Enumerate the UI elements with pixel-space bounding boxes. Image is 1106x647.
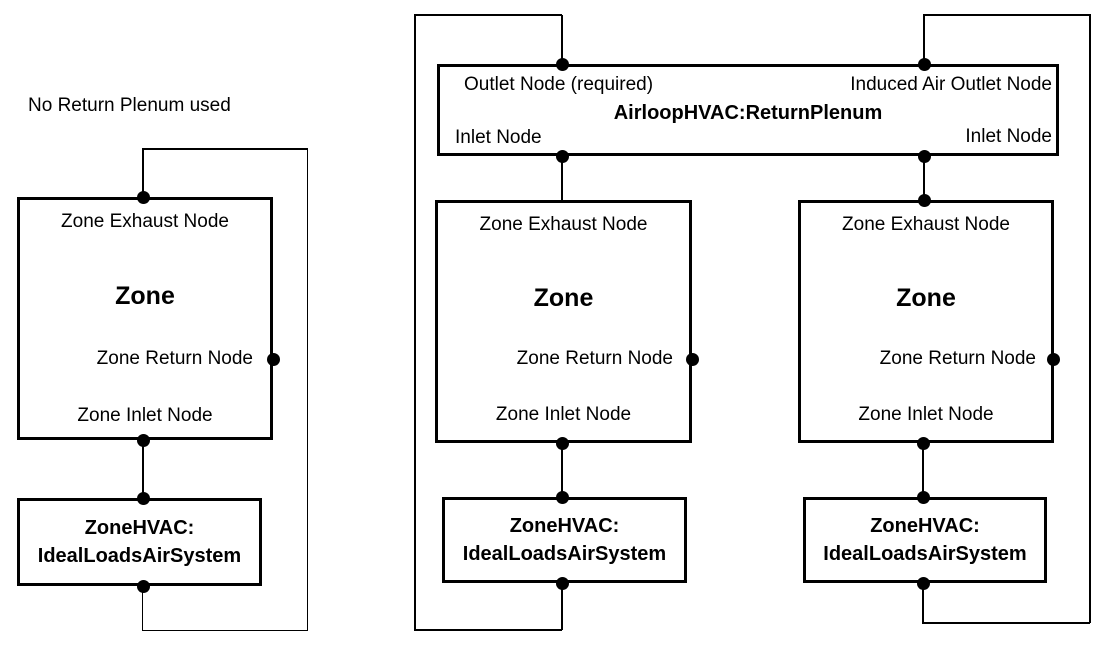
node-dot-hvac-outlet (136, 491, 150, 505)
loop-line (561, 15, 563, 64)
hvac-label-line2: IdealLoadsAirSystem (37, 545, 242, 567)
loop-line (1089, 14, 1091, 623)
node-dot-hvac-outlet (555, 490, 569, 504)
zone-title: Zone (533, 284, 594, 312)
plenum-inlet-right-label: Inlet Node (965, 126, 1052, 147)
connector-line (142, 440, 144, 498)
node-dot-plenum-inlet-right (917, 149, 931, 163)
plenum-title: AirloopHVAC:ReturnPlenum (613, 102, 883, 124)
node-dot-plenum-induced-outlet (917, 57, 931, 71)
hvac-label-line2: IdealLoadsAirSystem (823, 543, 1027, 565)
loop-line (923, 15, 925, 64)
plenum-outlet-label: Outlet Node (required) (464, 74, 654, 95)
plenum-induced-outlet-label: Induced Air Outlet Node (850, 74, 1052, 95)
loop-line (923, 14, 1090, 16)
node-dot-zone-inlet (136, 433, 150, 447)
loop-line (561, 583, 563, 630)
zone-return-label: Zone Return Node (96, 348, 253, 369)
plenum-inlet-left-label: Inlet Node (455, 127, 542, 148)
connector-line (923, 156, 925, 200)
zone-inlet-label: Zone Inlet Node (858, 404, 994, 425)
node-dot-hvac-inlet (916, 576, 930, 590)
loop-line (922, 622, 1090, 624)
loop-line (414, 14, 416, 630)
node-dot-zone-inlet (555, 436, 569, 450)
node-dot-zone-return (1046, 352, 1060, 366)
hvac-label-line1: ZoneHVAC: (509, 515, 620, 537)
hvac-label-line1: ZoneHVAC: (84, 517, 195, 539)
middle-hvac-label: ZoneHVAC: IdealLoadsAirSystem (442, 497, 687, 583)
right-hvac-label: ZoneHVAC: IdealLoadsAirSystem (803, 497, 1047, 583)
node-dot-hvac-inlet (555, 576, 569, 590)
loop-line (142, 148, 308, 150)
left-diagram-caption: No Return Plenum used (28, 95, 231, 116)
return-plenum-box (437, 64, 1059, 156)
node-dot-zone-exhaust (136, 190, 150, 204)
left-hvac-label: ZoneHVAC: IdealLoadsAirSystem (17, 498, 262, 586)
hvac-label-line1: ZoneHVAC: (870, 515, 980, 537)
node-dot-zone-inlet (916, 436, 930, 450)
zone-exhaust-label: Zone Exhaust Node (842, 214, 1010, 235)
zone-title: Zone (896, 284, 956, 312)
loop-line (414, 629, 562, 631)
zone-inlet-label: Zone Inlet Node (77, 405, 213, 426)
node-dot-zone-return (685, 352, 699, 366)
connector-line (922, 443, 924, 497)
node-dot-hvac-inlet (136, 579, 150, 593)
zone-inlet-label: Zone Inlet Node (495, 404, 632, 425)
zone-exhaust-label: Zone Exhaust Node (479, 214, 648, 235)
node-dot-hvac-outlet (916, 490, 930, 504)
zone-exhaust-label: Zone Exhaust Node (61, 211, 229, 232)
loop-line (414, 14, 562, 16)
zone-return-label: Zone Return Node (516, 348, 673, 369)
hvac-label-line2: IdealLoadsAirSystem (462, 543, 667, 565)
connector-line (561, 443, 563, 497)
zone-return-label: Zone Return Node (879, 348, 1036, 369)
loop-line (922, 583, 924, 623)
node-dot-plenum-inlet-left (555, 149, 569, 163)
loop-line (142, 149, 144, 197)
node-dot-plenum-outlet (555, 57, 569, 71)
left-zone-box (17, 197, 273, 440)
zone-title: Zone (115, 282, 175, 310)
loop-line (141, 586, 143, 630)
connector-line (561, 156, 563, 200)
loop-line (306, 148, 308, 631)
loop-line (142, 629, 308, 631)
node-dot-zone-exhaust (917, 193, 931, 207)
node-dot-zone-return (266, 352, 280, 366)
